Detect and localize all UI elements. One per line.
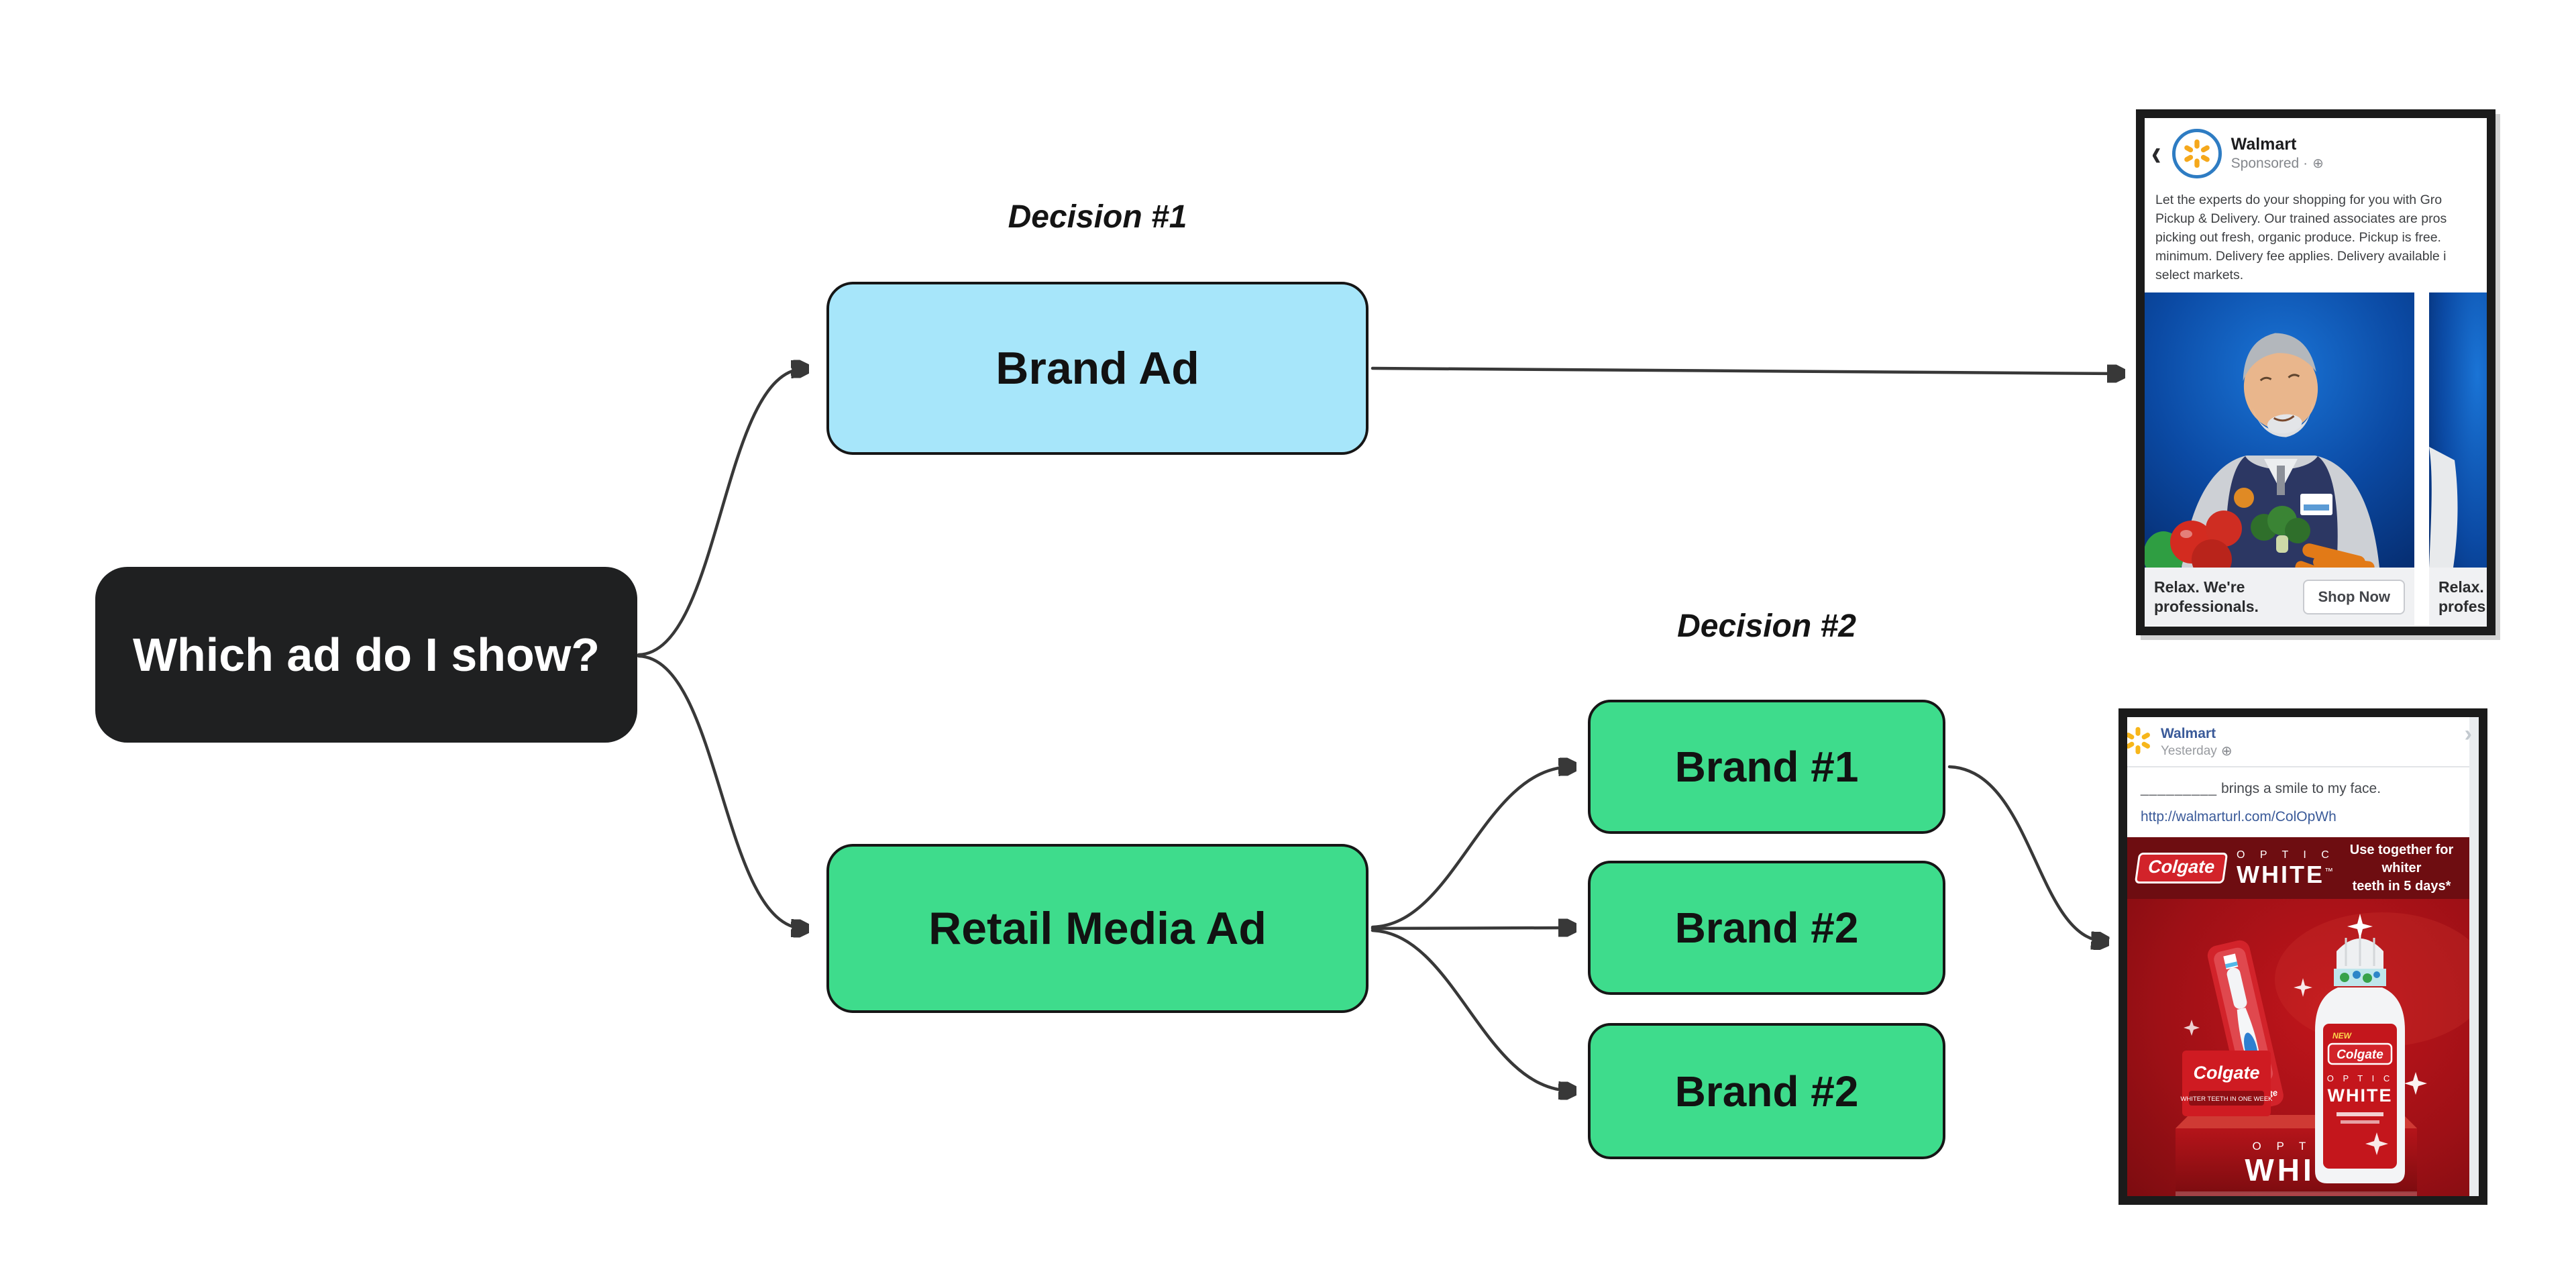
walmart-brand-ad-screenshot: ‹ Walmart Sponsored · ⊕: [2136, 109, 2496, 635]
node-brand-2-label: Brand #2: [1674, 904, 1859, 952]
toothpaste-box-product: Colgate WHITER TEETH IN ONE WEEK: [2180, 1051, 2273, 1117]
node-brand-2-duplicate[interactable]: Brand #2: [1588, 1023, 1945, 1159]
edge-retail-to-brand1: [1371, 767, 1571, 929]
bottle-optic-text: O P T I C: [2327, 1073, 2393, 1083]
node-brand-1[interactable]: Brand #1: [1588, 700, 1945, 834]
advertiser-name[interactable]: Walmart: [2231, 135, 2297, 154]
walmart-spark-icon: [2184, 139, 2210, 168]
node-retail-media-ad-label: Retail Media Ad: [928, 903, 1267, 954]
node-brand-2-duplicate-label: Brand #2: [1674, 1067, 1859, 1116]
shop-now-button[interactable]: Shop Now: [2303, 579, 2405, 614]
node-which-ad-do-i-show[interactable]: Which ad do I show?: [95, 567, 637, 743]
edge-brand-ad-to-walmart-ad: [1371, 368, 2120, 374]
card1-caption-line1: Relax. We're: [2154, 578, 2245, 596]
sponsored-label: Sponsored ·: [2231, 156, 2308, 172]
edge-brand1-to-colgate-ad: [1947, 765, 2104, 941]
bottle-white-text: WHITE: [2328, 1085, 2393, 1106]
colgate-retail-media-ad-screenshot: Walmart Yesterday ⊕ _________ brings a s…: [2118, 708, 2487, 1205]
page-edge-gutter: [2469, 717, 2479, 1196]
vegetables-illustration: [2145, 506, 2375, 568]
walmart-spark-icon: [2127, 726, 2153, 759]
bottle-new-label: NEW: [2332, 1031, 2353, 1040]
sparkle-highlights: [2184, 914, 2427, 1156]
card-caption-strip: Relax. We're professionals. Shop Now: [2145, 568, 2414, 626]
node-brand-1-label: Brand #1: [1674, 743, 1859, 791]
node-brand-2[interactable]: Brand #2: [1588, 861, 1945, 995]
fill-in-blank: _________: [2141, 781, 2218, 797]
walmart-post-header: ‹ Walmart Sponsored · ⊕: [2145, 118, 2487, 185]
white-text: WHITE™: [2237, 860, 2335, 888]
walmart-logo-icon: [2171, 129, 2222, 178]
creative-banner: Colgate O P T I C WHITE™ Use together fo…: [2127, 837, 2469, 900]
back-chevron-icon[interactable]: ‹: [2151, 132, 2161, 174]
associate-face: [2243, 333, 2318, 437]
time-label: Yesterday: [2161, 743, 2217, 758]
claim-text: Use together for whiter teeth in 5 days*: [2346, 841, 2460, 896]
next-chevron-icon[interactable]: ›: [2464, 721, 2472, 747]
post-text: _________ brings a smile to my face.: [2127, 767, 2469, 801]
decision-1-label: Decision #1: [1008, 199, 1187, 235]
edge-retail-to-brand3: [1371, 928, 1571, 1091]
optic-text: O P T I C: [2237, 849, 2335, 861]
decision-2-label: Decision #2: [1677, 608, 1856, 644]
edge-root-to-retail-media: [637, 654, 804, 928]
product-scene-illustration: O P T I C WHITE Colgate: [2127, 899, 2469, 1196]
mouthwash-bottle-product: NEW Colgate O P T I C WHITE: [2315, 931, 2405, 1184]
node-retail-media-ad[interactable]: Retail Media Ad: [826, 844, 1368, 1013]
associate-photo-illustration: [2145, 292, 2414, 568]
card1-caption-line2: professionals.: [2154, 597, 2259, 615]
trademark-symbol: ™: [2324, 865, 2335, 876]
ad-carousel: Relax. We're professionals. Shop Now: [2145, 292, 2487, 626]
colgate-post-header: Walmart Yesterday ⊕: [2127, 717, 2469, 768]
globe-icon: ⊕: [2220, 744, 2233, 759]
post-body-text: Let the experts do your shopping for you…: [2155, 193, 2447, 282]
card2-caption-line2: profes: [2438, 597, 2486, 615]
card2-caption-strip: Relax. profes: [2429, 568, 2487, 626]
node-which-ad-label: Which ad do I show?: [132, 629, 600, 681]
post-link[interactable]: http://walmarturl.com/ColOpWh: [2141, 809, 2337, 825]
edge-root-to-brand-ad: [637, 369, 804, 657]
bottle-brand-text: Colgate: [2337, 1048, 2383, 1062]
post-text-body: brings a smile to my face.: [2220, 781, 2381, 797]
carousel-card-1: Relax. We're professionals. Shop Now: [2145, 292, 2414, 626]
claim-line2: teeth in 5 days*: [2352, 878, 2451, 894]
colgate-logo-text: Colgate: [2147, 857, 2216, 877]
advertiser-name-link[interactable]: Walmart: [2161, 726, 2216, 741]
colgate-logo: Colgate: [2134, 853, 2229, 884]
node-brand-ad-label: Brand Ad: [996, 343, 1199, 394]
node-brand-ad[interactable]: Brand Ad: [826, 282, 1368, 455]
claim-line1: Use together for whiter: [2349, 842, 2454, 875]
second-card-photo-illustration: [2429, 292, 2487, 568]
toothpaste-brand-text: Colgate: [2193, 1063, 2259, 1083]
optic-white-wordmark: O P T I C WHITE™: [2237, 849, 2335, 888]
globe-icon: ⊕: [2312, 156, 2324, 171]
toothpaste-claim-text: WHITER TEETH IN ONE WEEK: [2180, 1095, 2273, 1103]
sponsored-meta: Sponsored · ⊕: [2231, 154, 2324, 172]
carousel-card-2: Relax. profes: [2429, 292, 2487, 626]
post-time-meta: Yesterday ⊕: [2161, 743, 2233, 759]
card2-caption-line1: Relax.: [2438, 578, 2484, 596]
colgate-ad-creative: Colgate O P T I C WHITE™ Use together fo…: [2127, 837, 2469, 1196]
